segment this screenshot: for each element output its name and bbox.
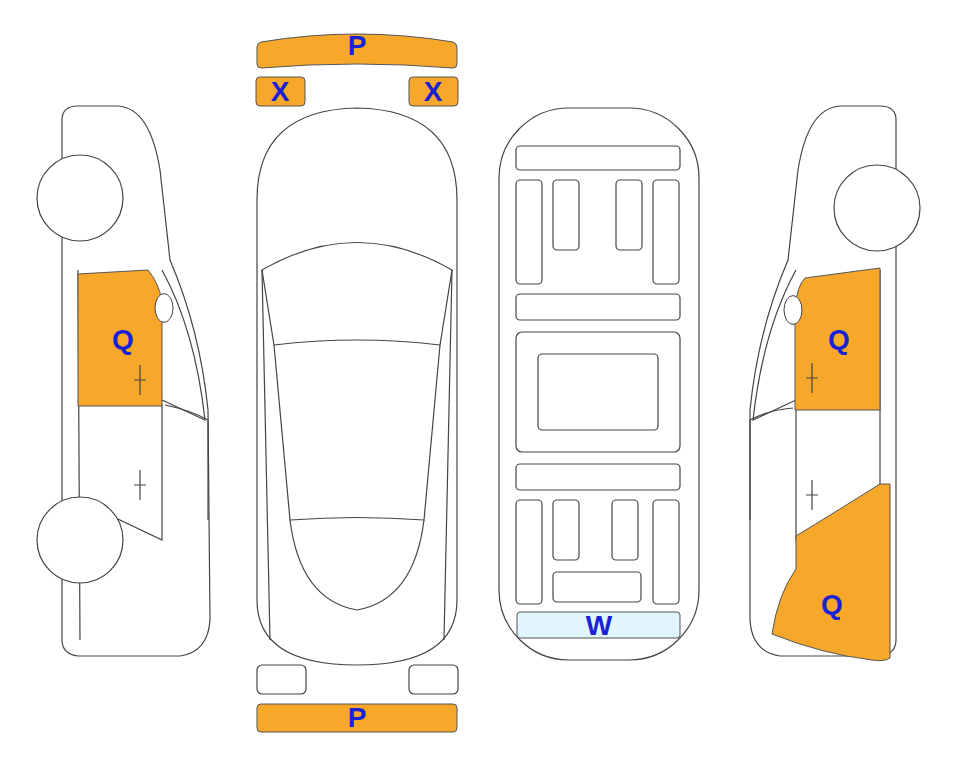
damage-area: X [256,77,305,106]
damage-code: Q [112,326,134,354]
damage-area: Q [795,268,880,410]
damage-shape [772,484,890,662]
damage-area: Q [772,484,890,662]
damage-code: X [424,78,443,106]
damage-code: X [271,78,290,106]
damage-code: Q [828,326,850,354]
damage-code: Q [821,591,843,619]
damage-code: P [348,32,367,60]
damage-area: W [517,612,680,638]
damage-area: Q [78,270,162,406]
damage-area: P [257,704,457,732]
underbody-view [499,108,699,660]
damage-area: X [409,77,458,106]
left-side-view [37,106,210,656]
damage-area: P [257,30,457,70]
damage-code: P [348,704,367,732]
damage-code: W [586,612,612,640]
top-view [257,108,458,694]
